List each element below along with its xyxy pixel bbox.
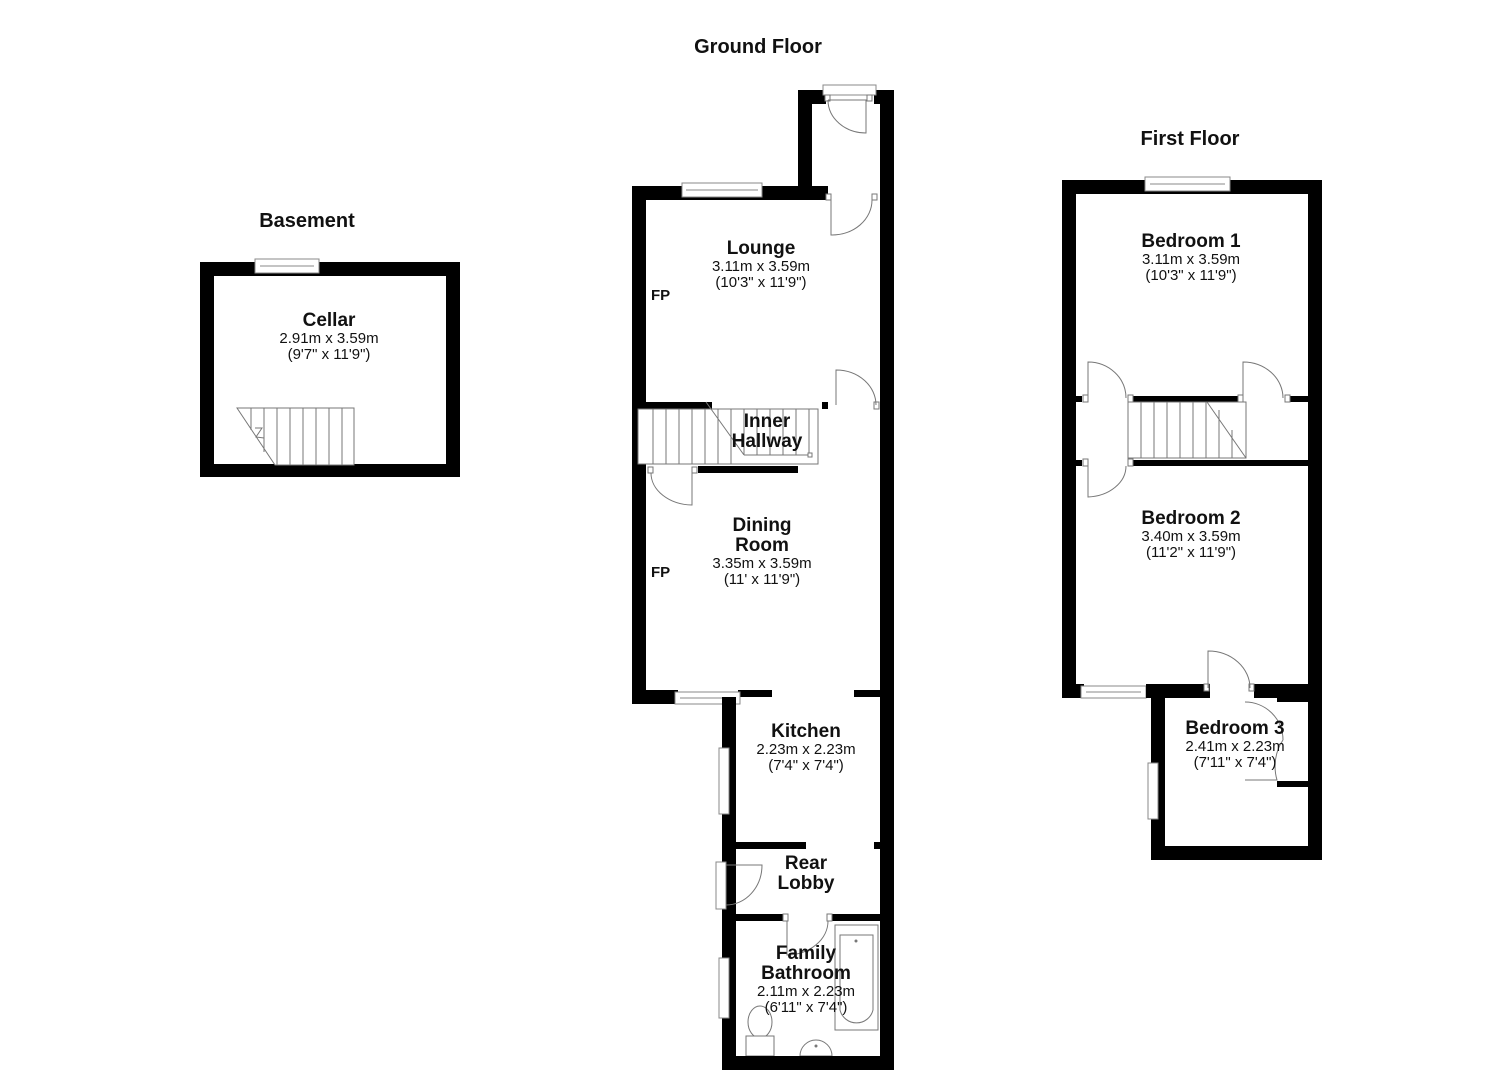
room-name: Cellar	[302, 310, 356, 331]
room-dim-imperial: (10'3" x 11'9")	[715, 273, 807, 291]
door-icon	[825, 193, 878, 236]
wall	[1062, 684, 1084, 698]
room-label-bedroom-1: Bedroom 1 3.11m x 3.59m (10'3" x 11'9")	[1141, 232, 1240, 283]
room-name-line2: Room	[735, 534, 789, 556]
room-dim-metric: 2.41m x 2.23m	[1185, 737, 1285, 755]
window-icon	[718, 747, 730, 815]
basement-plan	[200, 258, 460, 477]
room-name: Lounge	[726, 238, 796, 259]
staircase-icon	[637, 401, 819, 465]
fireplace-label-dining: FP	[651, 564, 671, 581]
room-label-family-bathroom: Family Bathroom 2.11m x 2.23m (6'11" x 7…	[757, 944, 855, 1015]
wall	[698, 466, 798, 473]
wall	[1254, 684, 1322, 698]
room-name-line2: Bathroom	[761, 962, 851, 984]
wall	[822, 402, 828, 409]
wall	[1151, 846, 1322, 860]
sink-icon	[799, 1039, 833, 1057]
wall	[880, 90, 894, 1070]
wall	[736, 914, 784, 921]
wall	[738, 690, 772, 697]
wall	[1076, 460, 1082, 466]
fireplace-label-lounge: FP	[651, 287, 671, 304]
room-name-line1: Family	[775, 943, 837, 964]
wall	[1308, 180, 1322, 860]
wall	[200, 262, 214, 477]
room-dim-imperial: (7'11" x 7'4")	[1193, 753, 1277, 771]
room-dim-imperial: (9'7" x 11'9")	[287, 345, 371, 363]
window-icon	[681, 182, 763, 198]
room-dim-metric: 3.11m x 3.59m	[711, 257, 811, 275]
room-name: Bedroom 1	[1141, 231, 1241, 252]
room-label-cellar: Cellar 2.91m x 3.59m (9'7" x 11'9")	[279, 311, 378, 362]
window-icon	[254, 258, 320, 274]
room-label-rear-lobby: Rear Lobby	[778, 854, 835, 894]
front-door-icon	[822, 84, 877, 134]
room-label-dining-room: Dining Room 3.35m x 3.59m (11' x 11'9")	[712, 516, 811, 587]
room-dim-metric: 2.23m x 2.23m	[756, 740, 856, 758]
room-name-line2: Lobby	[777, 872, 835, 894]
first-floor-plan	[1062, 176, 1322, 860]
room-name-line2: Hallway	[731, 430, 803, 452]
room-dim-imperial: (6'11" x 7'4")	[764, 998, 848, 1016]
toilet-icon	[745, 1005, 775, 1057]
room-label-kitchen: Kitchen 2.23m x 2.23m (7'4" x 7'4")	[756, 722, 855, 773]
cupboard-door-icon	[1244, 696, 1308, 787]
door-icon	[1082, 458, 1134, 498]
room-name-line1: Dining	[732, 515, 792, 536]
door-icon	[782, 913, 833, 956]
wall	[632, 402, 712, 409]
room-dim-metric: 3.40m x 3.59m	[1141, 527, 1241, 545]
wall	[200, 262, 460, 276]
floor-title-ground: Ground Floor	[694, 36, 822, 58]
room-dim-imperial: (10'3" x 11'9")	[1145, 266, 1237, 284]
staircase-icon	[1127, 401, 1247, 459]
room-name: Bedroom 3	[1185, 718, 1285, 739]
door-icon	[1203, 650, 1255, 692]
room-label-bedroom-2: Bedroom 2 3.40m x 3.59m (11'2" x 11'9")	[1141, 509, 1240, 560]
wall	[1133, 396, 1238, 402]
wall	[1076, 396, 1082, 402]
window-icon	[718, 957, 730, 1019]
wall	[1290, 396, 1308, 402]
wall	[798, 90, 812, 200]
room-dim-imperial: (11'2" x 11'9")	[1145, 543, 1237, 561]
room-dim-imperial: (11' x 11'9")	[723, 570, 801, 588]
room-name: Kitchen	[771, 721, 841, 742]
wall	[736, 842, 806, 849]
room-dim-metric: 3.35m x 3.59m	[712, 554, 812, 572]
ground-floor-plan	[632, 84, 894, 1070]
floor-title-basement: Basement	[259, 210, 355, 232]
wall	[1133, 460, 1308, 466]
room-dim-imperial: (7'4" x 7'4")	[768, 756, 844, 774]
window-icon	[1147, 762, 1159, 820]
bathtub-icon	[834, 924, 879, 1031]
wall	[1062, 180, 1076, 698]
floor-title-first: First Floor	[1140, 128, 1240, 150]
room-dim-metric: 3.11m x 3.59m	[1141, 250, 1241, 268]
wall	[812, 186, 828, 200]
room-dim-metric: 2.91m x 3.59m	[279, 329, 379, 347]
back-door-icon	[715, 861, 763, 910]
room-label-inner-hallway: Inner Hallway	[732, 412, 803, 452]
room-label-bedroom-3: Bedroom 3 2.41m x 2.23m (7'11" x 7'4")	[1185, 719, 1284, 770]
room-label-lounge: Lounge 3.11m x 3.59m (10'3" x 11'9")	[712, 239, 810, 290]
wall	[632, 690, 678, 704]
wall	[874, 842, 880, 849]
door-icon	[835, 369, 880, 410]
room-dim-metric: 2.11m x 2.23m	[756, 982, 856, 1000]
window-icon	[1144, 176, 1231, 192]
room-name-line1: Inner	[743, 411, 791, 432]
wall	[200, 464, 460, 477]
wall	[446, 262, 460, 477]
room-name-line1: Rear	[784, 853, 828, 874]
wall	[854, 690, 882, 697]
window-icon	[1080, 685, 1147, 699]
door-icon	[647, 466, 698, 506]
room-name: Bedroom 2	[1141, 508, 1241, 529]
wall	[832, 914, 880, 921]
wall	[722, 1056, 894, 1070]
staircase-icon	[236, 407, 355, 466]
wall	[798, 90, 826, 104]
